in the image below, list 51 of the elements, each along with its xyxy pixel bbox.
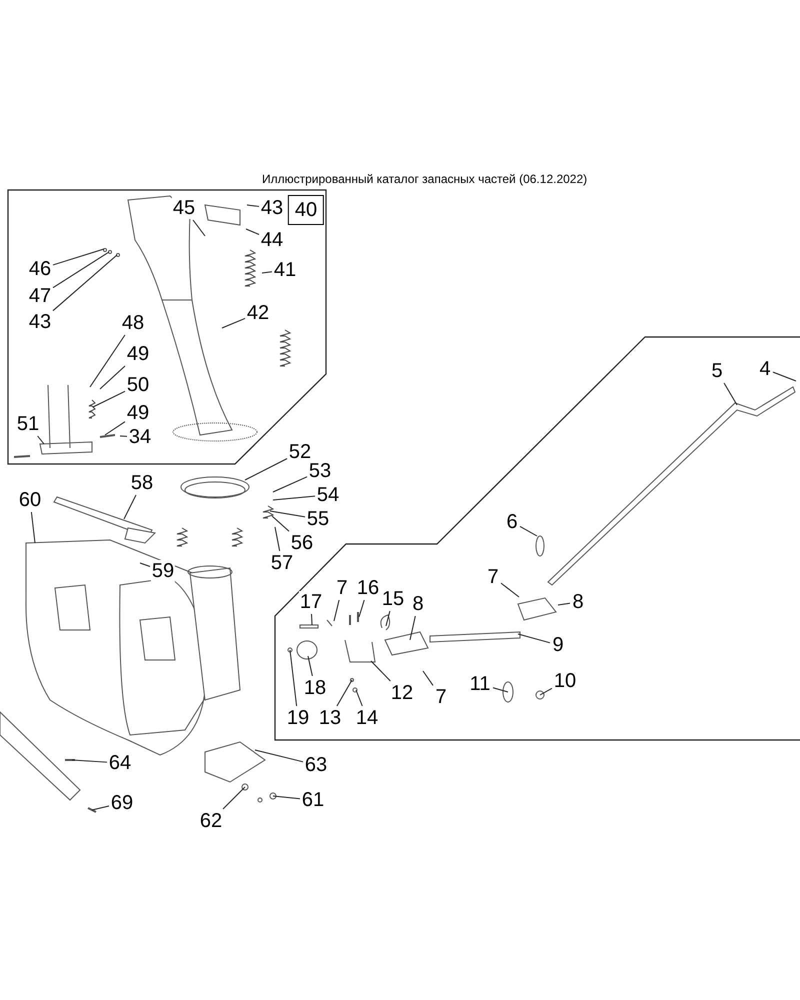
leader-line [52,252,110,288]
leader-line [336,680,352,706]
leader-line [311,614,312,626]
leader-line [72,760,108,763]
leader-line [30,512,36,544]
callout-number: 40 [288,195,324,225]
leader-line [92,390,126,408]
leader-line [90,334,126,388]
leader-line [52,254,118,312]
leader-line [254,750,304,762]
leader-line [410,616,416,640]
leader-line [262,271,272,274]
leader-line [222,318,246,328]
leader-line [37,436,44,444]
callout-number: 45 [172,197,196,219]
leader-line [192,220,206,236]
leader-line [222,786,246,810]
leader-line [520,526,538,536]
leader-line [358,600,365,618]
callout-number: 59 [150,560,176,582]
leader-line [724,382,738,406]
leader-line [356,690,363,706]
leader-line [272,476,308,492]
leader-line [52,248,104,266]
leader-line [270,510,306,518]
leader-line [422,670,434,686]
leader-line [246,228,260,235]
leader-line [370,660,391,682]
leader-line [104,421,126,436]
leader-line [246,204,260,207]
page-title: Иллюстрированный каталог запасных частей (06.12.2022) [262,171,588,188]
leader-line [558,602,570,606]
leader-line [492,687,508,692]
leader-line [92,806,110,810]
leader-line [334,600,340,622]
leader-line [120,436,128,437]
leader-line [308,656,313,676]
leader-line [272,516,290,532]
leader-line [518,634,550,644]
leader-line [124,494,136,520]
leader-line [772,372,796,382]
leader-line [244,458,288,480]
leader-line [140,562,150,567]
leader-line [290,650,298,706]
leader-line [100,365,126,390]
leader-line [274,526,280,552]
leader-line [386,610,390,626]
leader-line [272,796,300,800]
leader-line [500,582,520,598]
leader-line [272,496,316,500]
leader-line [540,688,552,696]
